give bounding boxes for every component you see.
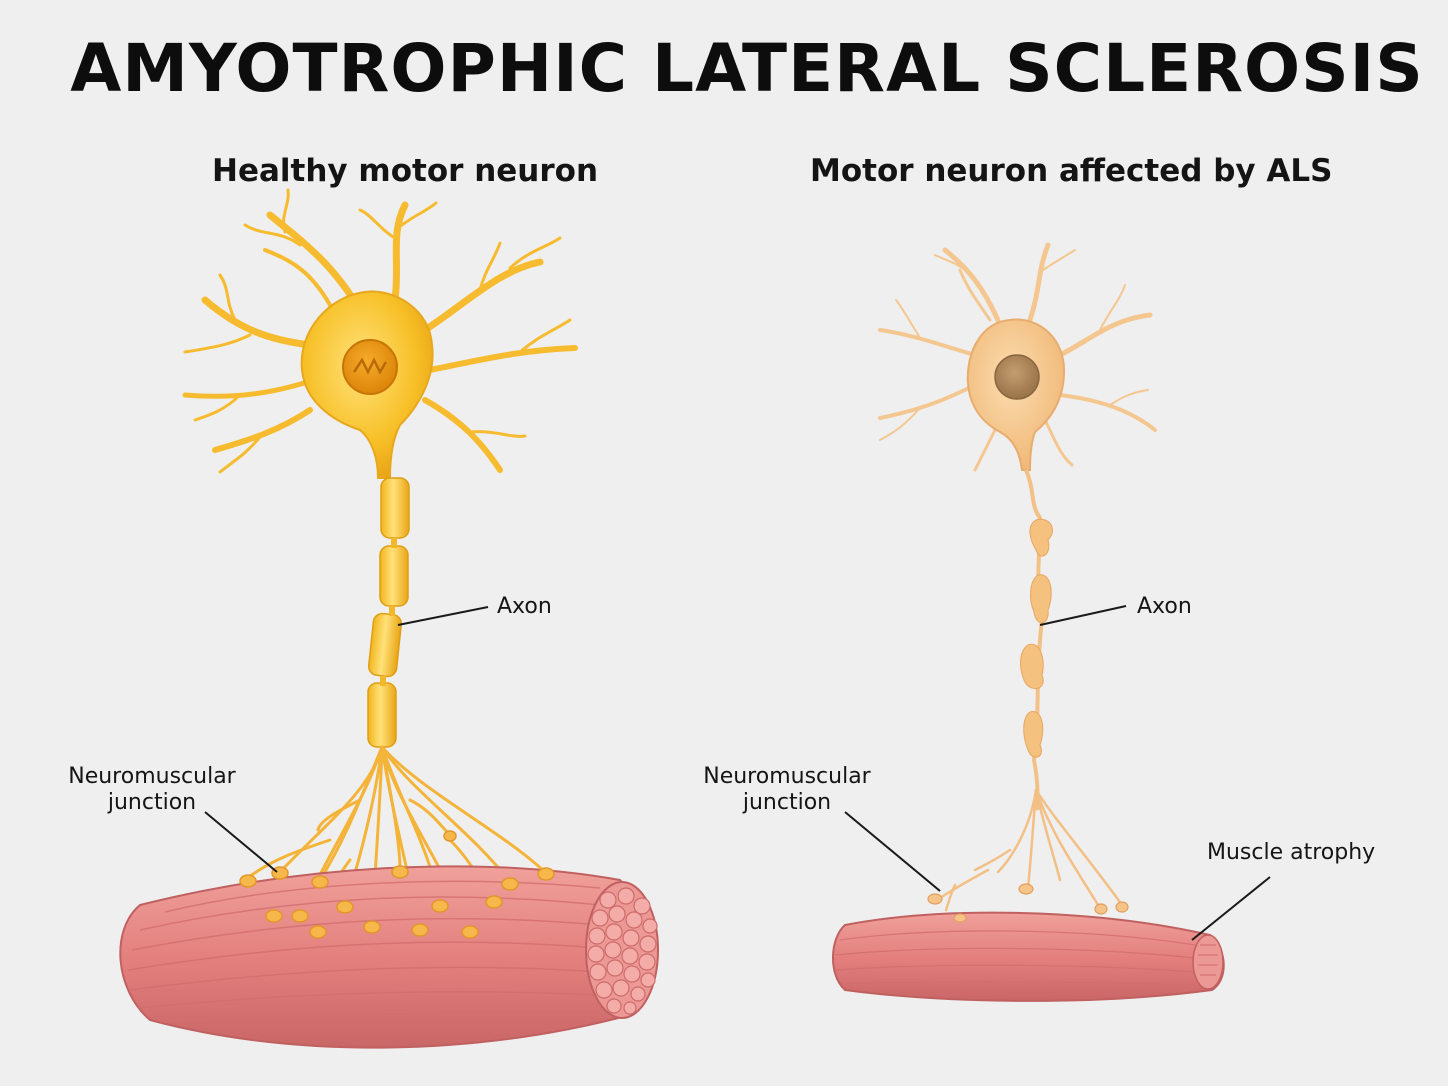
healthy-junction-label-line2: junction xyxy=(107,790,197,815)
als-junction-label-line1: Neuromuscular xyxy=(703,764,871,789)
healthy-muscle xyxy=(119,865,659,1049)
diagram-title: AMYOTROPHIC LATERAL SCLEROSIS xyxy=(70,30,1424,107)
healthy-junction-leader xyxy=(204,811,278,873)
als-junction-label: Neuromuscular junction xyxy=(695,764,879,816)
healthy-axon-leader xyxy=(397,606,489,626)
als-axon xyxy=(1020,469,1053,811)
healthy-axon xyxy=(367,477,410,748)
als-nucleus xyxy=(994,354,1040,400)
als-junction-leader xyxy=(844,811,941,892)
healthy-junction-label-line1: Neuromuscular xyxy=(68,764,236,789)
als-axon-terminals xyxy=(938,788,1124,912)
als-axon-label: Axon xyxy=(1137,594,1192,619)
healthy-muscle-fiber-ends xyxy=(587,887,658,1015)
als-dendrites xyxy=(878,242,1157,472)
als-muscle-leader xyxy=(1191,876,1271,941)
als-junction-label-line2: junction xyxy=(742,790,832,815)
als-neuron-heading: Motor neuron affected by ALS xyxy=(810,153,1333,189)
healthy-neuron xyxy=(182,188,578,932)
als-junction-bulbs xyxy=(927,883,1129,923)
als-axon-leader xyxy=(1039,605,1127,626)
healthy-neuron-heading: Healthy motor neuron xyxy=(212,153,599,189)
healthy-dendrites xyxy=(182,188,578,474)
leader-lines xyxy=(204,605,1271,941)
als-muscle-atrophy-label: Muscle atrophy xyxy=(1207,840,1376,865)
healthy-axon-label: Axon xyxy=(497,594,552,619)
als-muscle xyxy=(832,911,1225,1002)
healthy-junction-bulbs xyxy=(239,830,555,939)
als-neuron xyxy=(878,242,1157,912)
healthy-junction-label: Neuromuscular junction xyxy=(60,764,244,816)
